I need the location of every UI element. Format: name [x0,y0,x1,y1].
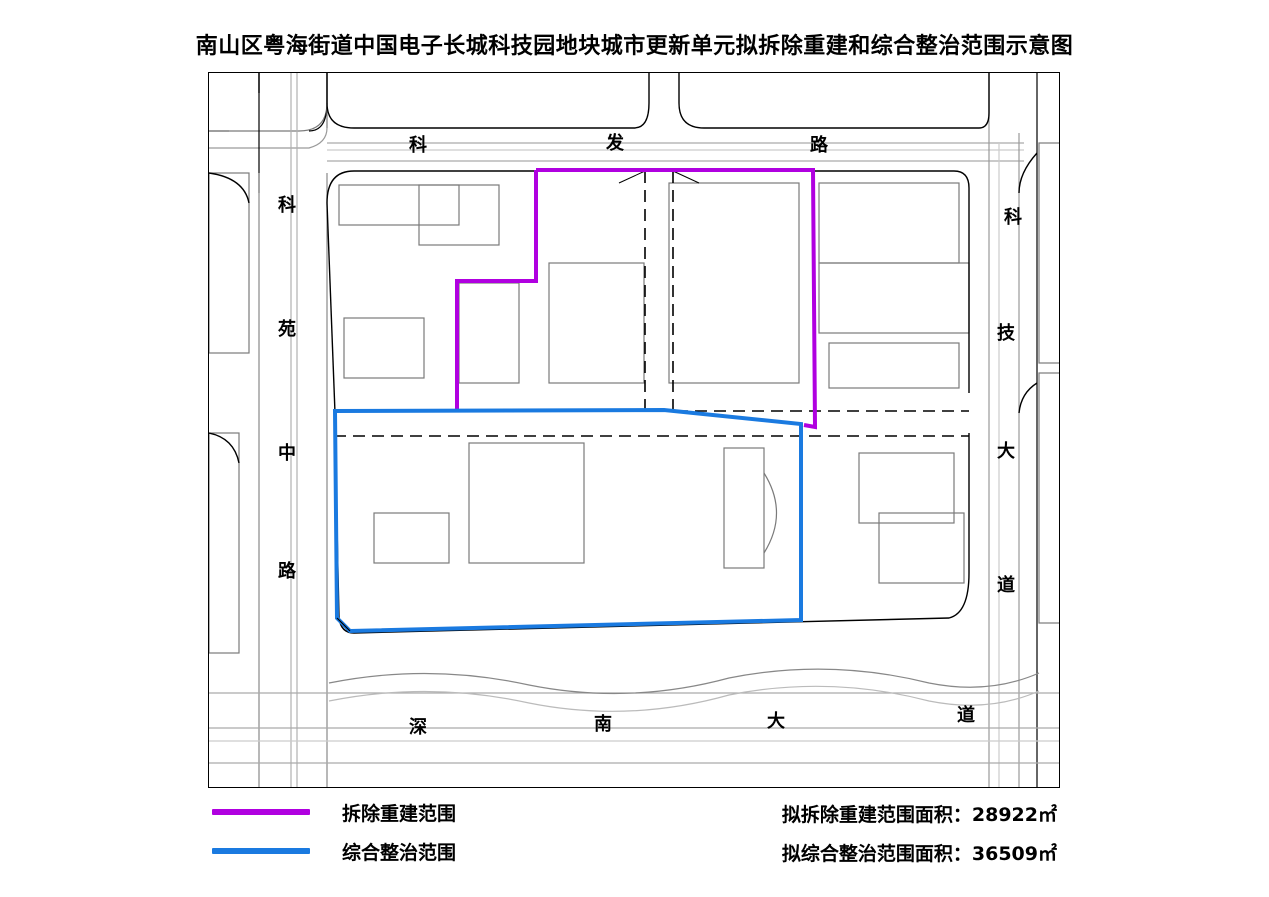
legend-renovation-swatch [212,848,310,854]
internal-boundaries [334,170,969,437]
demolition-boundary [455,168,818,430]
road-char: 科 [278,194,296,216]
road-char: 深 [409,716,427,738]
legend-renovation: 综合整治范围 [212,836,456,866]
road-char: 南 [594,713,612,735]
road-shennan-label: 深 南 大 道 [409,704,975,738]
road-char: 大 [997,440,1015,462]
road-char: 科 [1004,206,1022,228]
road-char: 道 [957,704,975,726]
road-kefa-label: 科 发 路 [409,132,829,156]
legend-demolition-swatch [212,809,310,815]
legend-demolition: 拆除重建范围 [212,797,456,827]
road-char: 科 [409,134,427,156]
road-char: 发 [605,132,625,154]
road-char: 路 [278,560,297,582]
road-char: 道 [997,574,1015,596]
road-char: 路 [810,134,829,156]
block-outlines [209,73,1038,634]
legend-demolition-label: 拆除重建范围 [342,802,457,825]
road-keyuan-label: 科 苑 中 路 [278,194,297,582]
road-char: 苑 [278,318,296,340]
road-keji-label: 科 技 大 道 [997,206,1022,596]
site-plan-map: 科 发 路 科 苑 中 路 科 技 大 道 深 南 大 道 [208,72,1060,788]
base-outlines [209,73,1059,787]
road-char: 大 [767,710,785,732]
road-char: 技 [997,322,1016,344]
legend-renovation-label: 综合整治范围 [342,841,457,864]
map-title: 南山区粤海街道中国电子长城科技园地块城市更新单元拟拆除重建和综合整治范围示意图 [195,34,1074,59]
renovation-boundary [332,407,803,634]
renovation-area-text: 拟综合整治范围面积：36509㎡ [781,843,1057,865]
demolition-area-text: 拟拆除重建范围面积：28922㎡ [781,804,1057,826]
road-char: 中 [278,442,296,464]
